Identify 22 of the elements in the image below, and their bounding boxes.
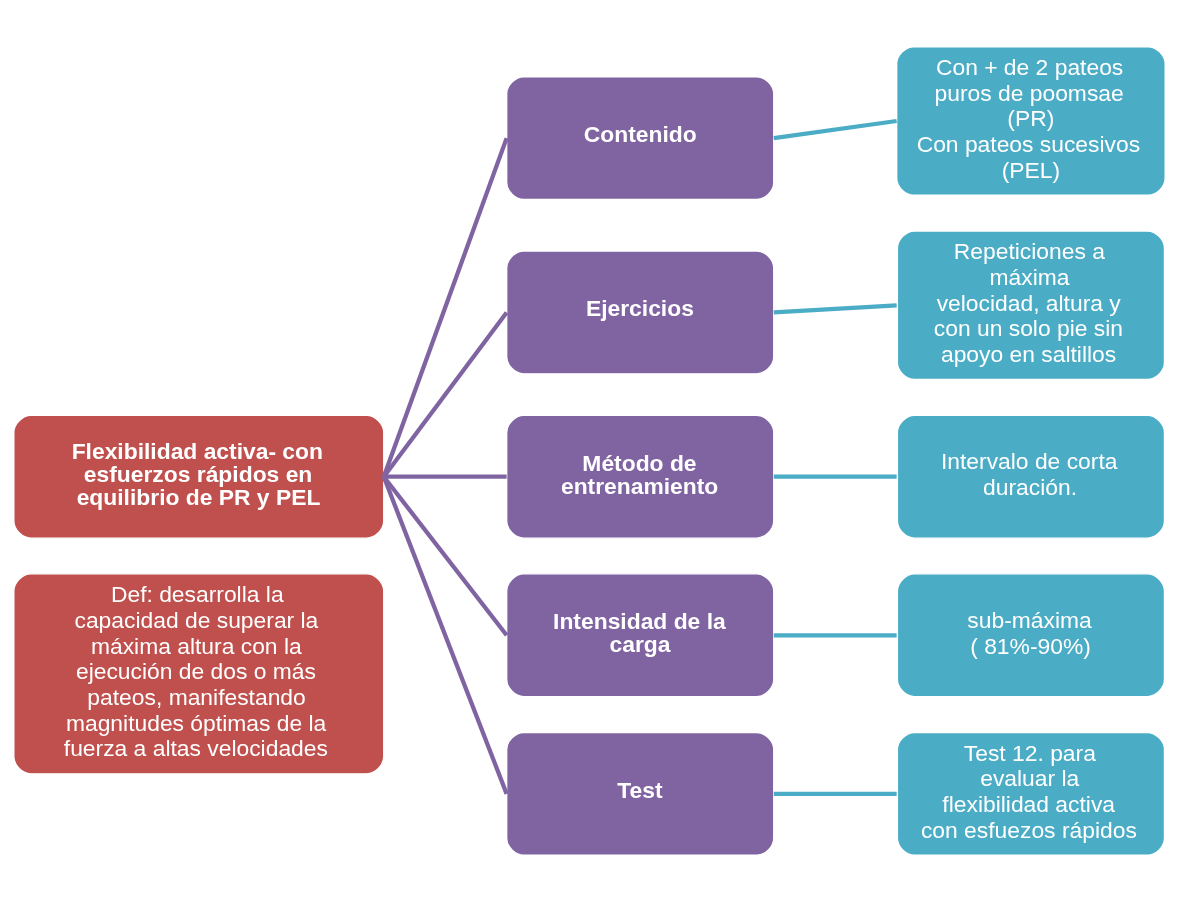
- node-box: Con + de 2 pateos puros de poomsae (PR) Con pateos sucesivos (PEL): [895, 46, 1166, 196]
- connector: [773, 474, 897, 479]
- connector: [773, 791, 897, 796]
- node-box: sub-máxima ( 81%-90%): [896, 573, 1166, 698]
- node-box: Intervalo de corta duración.: [896, 414, 1166, 539]
- node-box: Contenido: [505, 76, 775, 201]
- connector: [773, 303, 897, 315]
- connector: [382, 475, 509, 637]
- connector: [381, 137, 509, 478]
- node-box: Test 12. para evaluar la flexibilidad activa con esfuezos rápidos: [896, 731, 1166, 856]
- connector: [382, 311, 509, 478]
- connector: [381, 475, 509, 795]
- node-box: Repeticiones a máxima velocidad, altura y con un solo pie sin apoyo en saltillos: [896, 230, 1166, 381]
- node-box: Método de entrenamiento: [505, 414, 775, 539]
- node-box: Def: desarrolla la capacidad de superar la máxima altura con la ejecución de dos o más pateos, manifestando magnitudes óptimas de la fuerza a altas velocidades: [13, 573, 385, 775]
- node-box: Flexibilidad activa- con esfuerzos rápidos en equilibrio de PR y PEL: [13, 414, 385, 539]
- connector: [773, 118, 897, 141]
- connector: [383, 474, 507, 479]
- node-box: Intensidad de la carga: [505, 573, 775, 698]
- node-box: Ejercicios: [505, 250, 775, 375]
- connector: [773, 633, 897, 638]
- node-box: Test: [505, 731, 775, 856]
